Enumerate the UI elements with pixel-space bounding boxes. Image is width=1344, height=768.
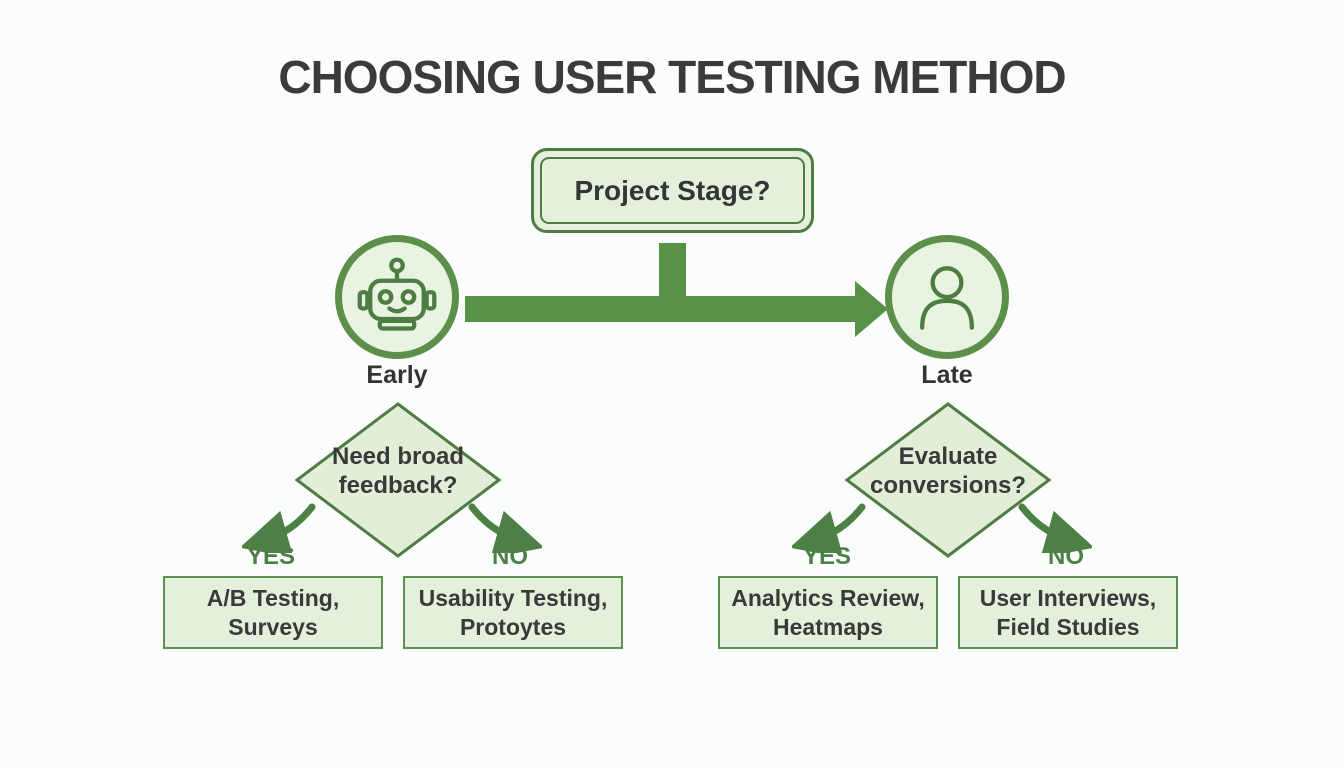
late-decision-question: Evaluate conversions? — [869, 443, 1027, 499]
page-title: CHOOSING USER TESTING METHOD — [278, 51, 1066, 103]
late-decision-diamond — [844, 402, 1052, 558]
late-node-circle — [885, 235, 1009, 359]
project-stage-label: Project Stage? — [540, 157, 805, 224]
late-no-label: NO — [1048, 543, 1084, 570]
early-label: Early — [366, 361, 428, 389]
late-label: Late — [921, 361, 973, 389]
late-yes-label: YES — [803, 543, 852, 570]
early-yes-result-box: A/B Testing, Surveys — [163, 576, 383, 649]
project-stage-node: Project Stage? — [531, 148, 814, 233]
late-yes-arrow-icon — [792, 503, 866, 553]
early-yes-arrow-icon — [242, 503, 316, 553]
late-yes-result-box: Analytics Review, Heatmaps — [718, 576, 938, 649]
early-node-circle — [335, 235, 459, 359]
early-no-label: NO — [492, 543, 528, 570]
early-no-result-box: Usability Testing, Protoytes — [403, 576, 623, 649]
stage-connector-stem — [659, 243, 686, 301]
early-yes-label: YES — [247, 543, 296, 570]
early-decision-question: Need broad feedback? — [331, 443, 465, 499]
early-late-arrowhead-icon — [855, 281, 888, 337]
late-no-arrow-icon — [1018, 503, 1092, 553]
early-no-arrow-icon — [468, 503, 542, 553]
person-icon — [904, 254, 990, 340]
early-late-arrow-shaft — [465, 296, 857, 322]
early-decision-diamond — [294, 402, 502, 558]
late-no-result-box: User Interviews, Field Studies — [958, 576, 1178, 649]
robot-icon — [354, 254, 440, 340]
